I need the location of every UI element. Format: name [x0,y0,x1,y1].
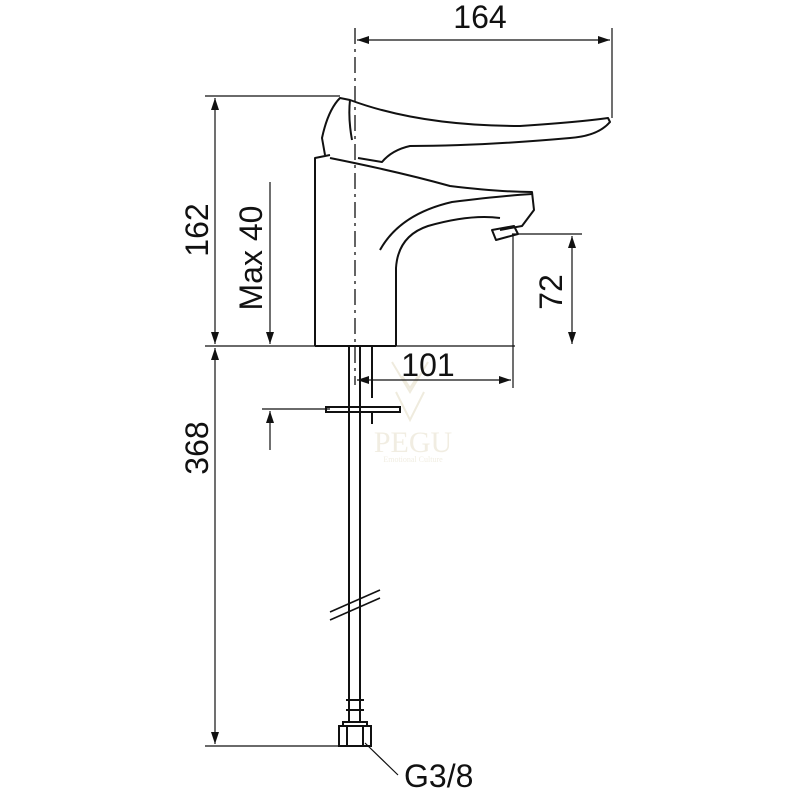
thread-callout: G3/8 [364,742,473,794]
dimension-spout-reach: 101 [357,236,514,388]
dimension-max-thickness: Max 40 [233,182,330,450]
dimension-72-label: 72 [533,274,569,310]
supply-pipe [325,346,401,722]
connector-nut [338,699,372,747]
dimension-total-width: 164 [357,0,613,118]
dimension-368-label: 368 [179,421,215,474]
dimension-hose-length: 368 [179,348,340,747]
dimension-spout-height: 72 [512,233,582,344]
dimension-164-label: 164 [453,0,506,35]
watermark-text: PEGU [374,426,453,459]
dimension-max40-label: Max 40 [233,206,269,311]
dimension-total-height: 162 [179,95,515,347]
thread-label: G3/8 [404,758,473,794]
dimension-101-label: 101 [401,347,454,383]
watermark: PEGU Emotional Culture [374,361,453,464]
watermark-tagline: Emotional Culture [383,455,443,464]
dimension-162-label: 162 [179,203,215,256]
